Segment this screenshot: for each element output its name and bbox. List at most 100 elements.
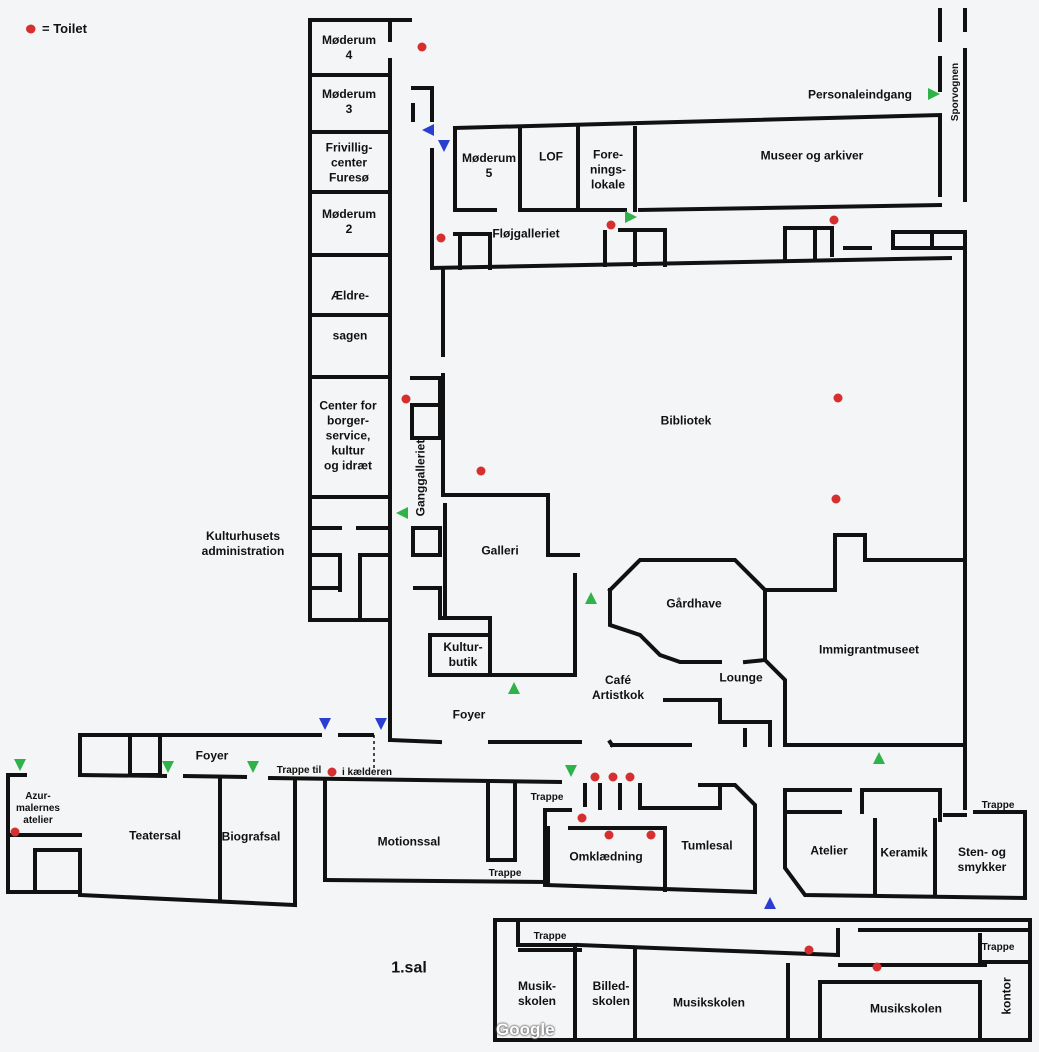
toilet-icon <box>606 220 616 230</box>
room-aeldresagen-bottom: sagen <box>332 328 368 343</box>
entrance-arrow-icon <box>508 682 520 694</box>
wall-segment <box>891 230 967 250</box>
toilet-icon <box>10 827 20 837</box>
wall-segment <box>322 877 548 885</box>
room-atelier: Atelier <box>810 843 848 858</box>
room-bibliotek: Bibliotek <box>660 413 712 428</box>
entrance-arrow-icon <box>625 211 637 223</box>
wall-segment <box>77 772 168 779</box>
wall-segment <box>860 788 942 822</box>
toilet-icon <box>604 830 614 840</box>
wall-segment <box>33 848 82 894</box>
corridor-ganggalleriet: Ganggalleriet <box>413 439 428 517</box>
room-center-borgerservice: Center for borger- service, kultur og id… <box>319 398 377 473</box>
label-personaleindgang: Personaleindgang <box>807 87 913 102</box>
toilet-icon <box>833 393 843 403</box>
wall-segment <box>607 558 767 665</box>
floor-label: 1.sal <box>391 959 427 977</box>
room-kulturhusets-administration: Kulturhusets administration <box>201 529 285 558</box>
wall-segment <box>410 403 442 440</box>
room-motionssal: Motionssal <box>377 834 441 849</box>
wall-segment <box>411 86 434 122</box>
wall-segment <box>78 890 298 908</box>
wall-segment <box>430 213 953 271</box>
room-musikskolen-3: Musikskolen <box>869 1001 943 1016</box>
stairs-arrow-icon <box>764 897 776 909</box>
label-i-kaelderen: i kælderen <box>341 767 393 778</box>
room-biografsal: Biografsal <box>221 829 281 844</box>
wall-segment <box>441 373 580 557</box>
toilet-icon <box>625 772 635 782</box>
room-musikskolen-1: Musik- skolen <box>517 979 557 1008</box>
stairs-trappe-5: Trappe <box>981 942 1015 953</box>
toilet-icon <box>829 215 839 225</box>
google-watermark: Google <box>496 1020 555 1039</box>
room-frivilligcenter: Frivillig- center Furesø <box>325 140 373 185</box>
room-teatersal: Teatersal <box>129 828 181 843</box>
room-lounge: Lounge <box>719 670 763 685</box>
entrance-arrow-icon <box>14 759 26 771</box>
wall-segment <box>411 526 442 557</box>
wall-segment <box>128 736 162 777</box>
toilet-icon <box>590 772 600 782</box>
label-trappe-til: Trappe til <box>276 765 322 776</box>
wall-segment <box>575 928 840 958</box>
room-moderum-4: Møderum 4 <box>322 33 376 62</box>
stairs-arrow-icon <box>438 140 450 152</box>
stairs-trappe-3: Trappe <box>981 800 1015 811</box>
toilet-icon <box>872 962 882 972</box>
wall-segment <box>637 202 943 213</box>
wall-segment <box>543 783 757 895</box>
room-moderum-3: Møderum 3 <box>322 87 376 116</box>
entrance-arrow-icon <box>396 507 408 519</box>
room-foreningslokale: Fore- nings- lokale <box>590 147 626 192</box>
wall-segment <box>387 737 443 745</box>
room-lof: LOF <box>539 149 563 164</box>
room-foyer-left: Foyer <box>195 748 229 763</box>
wall-segment <box>493 918 1032 1042</box>
stairs-trappe-1: Trappe <box>530 792 564 803</box>
room-musikskolen-2: Musikskolen <box>672 995 746 1010</box>
wall-segment <box>516 918 577 1042</box>
toilet-icon <box>401 394 411 404</box>
room-moderum-2: Møderum 2 <box>322 207 376 236</box>
wall-segment <box>308 18 392 622</box>
entrance-arrow-icon <box>565 765 577 777</box>
wall-segment <box>182 773 248 780</box>
wall-segment <box>607 739 615 748</box>
wall-segment <box>978 933 1032 964</box>
room-aeldresagen-top: Ældre- <box>330 288 370 303</box>
stairs-trappe-2: Trappe <box>488 868 522 879</box>
entrance-arrow-icon <box>873 752 885 764</box>
legend-toilet-dot <box>26 24 36 34</box>
entrance-arrow-icon <box>585 592 597 604</box>
room-galleri: Galleri <box>481 543 519 558</box>
room-moderum-5: Møderum 5 <box>462 151 516 180</box>
room-flojgalleriet: Fløjgalleriet <box>492 226 560 241</box>
entrance-arrow-icon <box>928 88 940 100</box>
wall-segment <box>453 126 497 212</box>
wall-segment <box>783 788 1027 901</box>
wall-segment <box>783 226 834 257</box>
room-azurmalernes-atelier: Azur- malernes atelier <box>16 791 60 826</box>
toilet-icon <box>436 233 446 243</box>
room-gardhave: Gårdhave <box>666 596 722 611</box>
toilet-icon <box>476 466 486 476</box>
wall-segment <box>663 698 772 747</box>
wall-segment <box>608 588 722 664</box>
legend-label: = Toilet <box>42 21 87 36</box>
stairs-trappe-4: Trappe <box>533 931 567 942</box>
wall-segment <box>618 228 667 267</box>
room-cafe-artistkok: Café Artistkok <box>591 673 645 702</box>
wall-segment <box>410 376 442 407</box>
toilet-icon <box>417 42 427 52</box>
toilet-icon <box>804 945 814 955</box>
wall-segment <box>453 232 492 270</box>
wall-segment <box>763 533 967 592</box>
stairs-arrow-icon <box>375 718 387 730</box>
toilet-icon <box>327 767 337 777</box>
stairs-arrow-icon <box>319 718 331 730</box>
stairs-arrow-icon <box>422 124 434 136</box>
wall-segment <box>452 112 942 197</box>
